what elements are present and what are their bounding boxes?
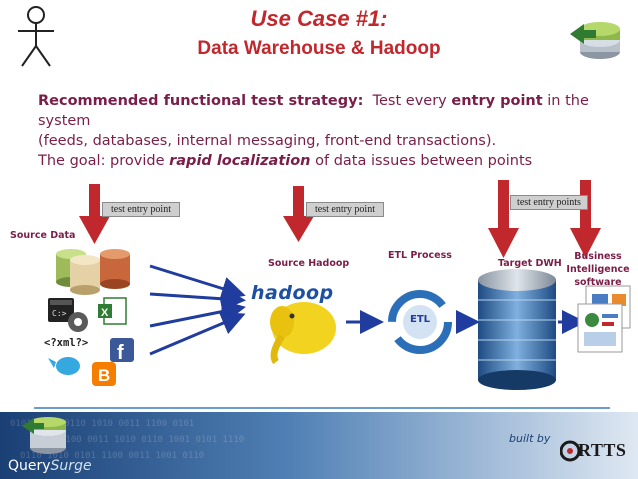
flow-arrow-source-3 bbox=[149, 299, 246, 328]
goal-suffix: of data issues between points bbox=[310, 153, 533, 169]
svg-text:0101 1001 0110 1010 0011 1100: 0101 1001 0110 1010 0011 1100 0101 bbox=[10, 419, 194, 429]
label-etl-process: ETL Process bbox=[388, 250, 452, 261]
querysurge-logo-query: Query bbox=[8, 458, 51, 474]
strategy-text: Recommended functional test strategy: Te… bbox=[38, 91, 628, 151]
flow-diagram: C:> X f B bbox=[34, 180, 631, 409]
label-bi-line-2: Intelligence bbox=[566, 264, 630, 275]
goal-prefix: The goal: provide bbox=[38, 153, 170, 169]
strategy-line-2: (feeds, databases, internal messaging, f… bbox=[38, 133, 497, 149]
rtts-logo: RTTS bbox=[560, 434, 630, 468]
footer-banner: 0101 1001 0110 1010 0011 1100 0101 1100 … bbox=[0, 412, 638, 479]
querysurge-logo: QuerySurge bbox=[8, 458, 92, 474]
label-source-hadoop: Source Hadoop bbox=[268, 258, 350, 269]
source-database-icon bbox=[56, 249, 130, 295]
label-source-data: Source Data bbox=[10, 230, 76, 241]
xml-icon: <?xml?> bbox=[44, 337, 89, 349]
hadoop-logo-text: hadoop bbox=[251, 282, 334, 304]
facebook-icon: f bbox=[110, 338, 134, 364]
goal-emphasis: rapid localization bbox=[169, 153, 311, 169]
target-dwh-icon bbox=[478, 269, 556, 390]
strategy-mid-2: in the system bbox=[38, 93, 589, 129]
page-title: Use Case #1: bbox=[250, 6, 388, 31]
strategy-prefix: Recommended functional test strategy: bbox=[38, 93, 364, 109]
entry-arrow-bi bbox=[570, 180, 601, 258]
flow-arrow-source-4 bbox=[149, 311, 246, 356]
entry-arrow-source bbox=[79, 184, 110, 244]
svg-text:f: f bbox=[117, 342, 124, 364]
entry-arrow-dwh bbox=[488, 180, 519, 258]
querysurge-db-icon bbox=[570, 22, 620, 59]
bi-report-icon bbox=[577, 285, 631, 353]
label-bi-line-1: Business bbox=[574, 251, 622, 262]
stick-figure-icon bbox=[18, 6, 54, 67]
svg-text:X: X bbox=[101, 307, 109, 319]
querysurge-logo-surge: Surge bbox=[50, 458, 92, 474]
svg-text:C:>: C:> bbox=[52, 309, 67, 318]
svg-text:1100 0011 1010 0110 1001 0101: 1100 0011 1010 0110 1001 0101 1110 bbox=[60, 435, 244, 445]
tag-test-entry-points: test entry points bbox=[510, 195, 588, 210]
etl-badge-text: ETL bbox=[410, 314, 431, 325]
tag-test-entry-point-2: test entry point bbox=[306, 202, 384, 217]
label-target-dwh: Target DWH bbox=[498, 258, 562, 269]
footer-background: 0101 1001 0110 1010 0011 1100 0101 1100 … bbox=[0, 412, 638, 479]
flow-arrow-source-1 bbox=[149, 264, 246, 301]
strategy-line-1: Recommended functional test strategy: Te… bbox=[38, 91, 628, 131]
rtts-logo-text: RTTS bbox=[578, 440, 627, 460]
gear-icon bbox=[68, 312, 88, 332]
flow-arrow-source-2 bbox=[149, 286, 246, 311]
goal-text: The goal: provide rapid localization of … bbox=[38, 151, 628, 171]
built-by-text: built by bbox=[509, 432, 551, 445]
label-bi-software: Business Intelligence software bbox=[562, 250, 634, 289]
strategy-bold: entry point bbox=[451, 93, 543, 109]
command-prompt-icon: C:> bbox=[48, 298, 74, 322]
svg-text:0110 1010 0101 1100 0011 1001: 0110 1010 0101 1100 0011 1001 0110 bbox=[20, 451, 204, 461]
etl-cycle-icon bbox=[388, 290, 452, 354]
rtts-swirl-icon bbox=[560, 440, 581, 462]
hadoop-elephant-icon bbox=[270, 302, 336, 365]
excel-icon: X bbox=[98, 297, 127, 325]
page-subtitle: Data Warehouse & Hadoop bbox=[197, 38, 441, 59]
strategy-mid-1: Test every bbox=[363, 93, 452, 109]
blogger-icon: B bbox=[92, 362, 116, 386]
twitter-icon bbox=[48, 357, 80, 375]
label-bi-line-3: software bbox=[574, 277, 622, 288]
tag-test-entry-point-1: test entry point bbox=[102, 202, 180, 217]
svg-text:B: B bbox=[98, 366, 110, 385]
entry-arrow-hadoop bbox=[283, 186, 314, 242]
